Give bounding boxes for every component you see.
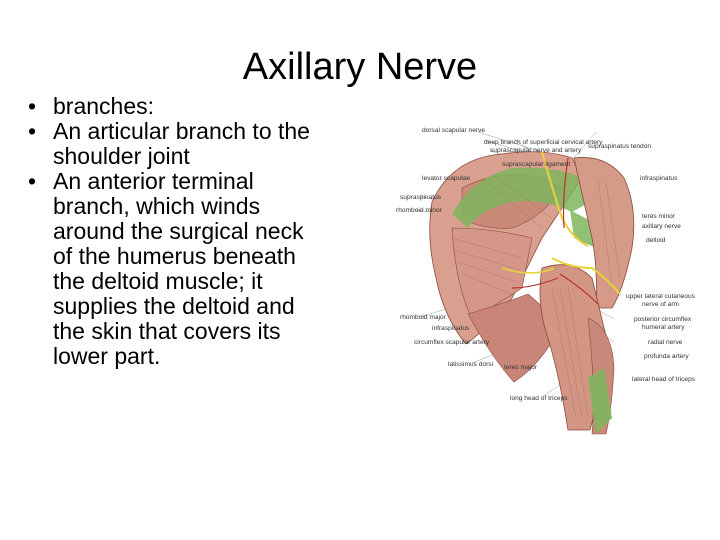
label-infraspinatus-right: infraspinatus	[640, 175, 678, 182]
label-rhomboid-major: rhomboid major	[400, 314, 447, 321]
shoulder-anatomy-illustration: dorsal scapular nerve deep branch of sup…	[392, 118, 714, 436]
label-profunda-artery: profunda artery	[644, 353, 689, 360]
label-levator-scapulae: levator scapulae	[422, 175, 470, 182]
label-latissimus-dorsi: latissimus dorsi	[448, 361, 494, 368]
label-lateral-head-triceps: lateral head of triceps	[632, 376, 696, 383]
arm-muscles	[451, 157, 635, 435]
anatomy-drawing: dorsal scapular nerve deep branch of sup…	[396, 127, 696, 435]
label-supraspinatus: supraspinatus	[400, 194, 442, 201]
label-dorsal-scapular-nerve: dorsal scapular nerve	[422, 127, 485, 134]
bullet-text: the deltoid muscle; it	[53, 268, 263, 294]
bullet-item: • An anterior terminal branch, which win…	[28, 169, 390, 369]
bullet-text: branch, which winds	[53, 193, 261, 219]
bullet-text: supplies the deltoid and	[53, 293, 295, 319]
label-teres-minor: teres minor	[642, 213, 676, 220]
bullet-text: shoulder joint	[53, 143, 190, 169]
label-upper-lateral-cutaneous-2: nerve of arm	[642, 301, 680, 308]
label-upper-lateral-cutaneous: upper lateral cutaneous	[626, 293, 696, 300]
bullet-text: An articular branch to the	[53, 118, 310, 144]
label-rhomboid-minor: rhomboid minor	[396, 207, 443, 214]
label-teres-major: teres major	[504, 364, 538, 371]
bullet-marker: •	[28, 168, 37, 194]
scapular-muscles	[429, 151, 600, 383]
bullet-marker: •	[28, 118, 37, 144]
label-long-head-triceps: long head of triceps	[510, 395, 568, 402]
label-suprascapular-nerve: suprascapular nerve and artery	[490, 147, 582, 154]
label-posterior-circumflex: posterior circumflex	[634, 316, 692, 323]
bullet-text: of the humerus beneath	[53, 243, 296, 269]
label-radial-nerve: radial nerve	[648, 339, 683, 346]
label-suprascapular-ligament: suprascapular ligament	[502, 161, 570, 168]
bullet-text: the skin that covers its	[53, 318, 281, 344]
bullet-text: An anterior terminal	[53, 168, 254, 194]
label-deltoid: deltoid	[646, 237, 666, 244]
bullet-item: • An articular branch to the shoulder jo…	[28, 119, 390, 169]
label-axillary-nerve: axillary nerve	[642, 223, 681, 230]
bullet-list: • branches: • An articular branch to the…	[28, 94, 390, 369]
label-supraspinatus-tendon: supraspinatus tendon	[588, 143, 651, 150]
nerves-and-vessels	[501, 151, 621, 305]
bullet-text: around the surgical neck	[53, 218, 304, 244]
bullet-marker: •	[28, 93, 37, 119]
bullet-text: lower part.	[53, 343, 161, 369]
bullet-item: • branches:	[28, 94, 390, 119]
figure-labels: dorsal scapular nerve deep branch of sup…	[396, 127, 696, 402]
label-circumflex-scapular-artery: circumflex scapular artery	[414, 339, 490, 346]
slide-title: Axillary Nerve	[242, 46, 478, 88]
bullet-text: branches:	[53, 93, 155, 119]
label-infraspinatus-left: infraspinatus	[432, 325, 470, 332]
label-posterior-circumflex-2: humeral artery	[642, 324, 685, 331]
label-deep-branch: deep branch of superficial cervical arte…	[484, 139, 603, 146]
